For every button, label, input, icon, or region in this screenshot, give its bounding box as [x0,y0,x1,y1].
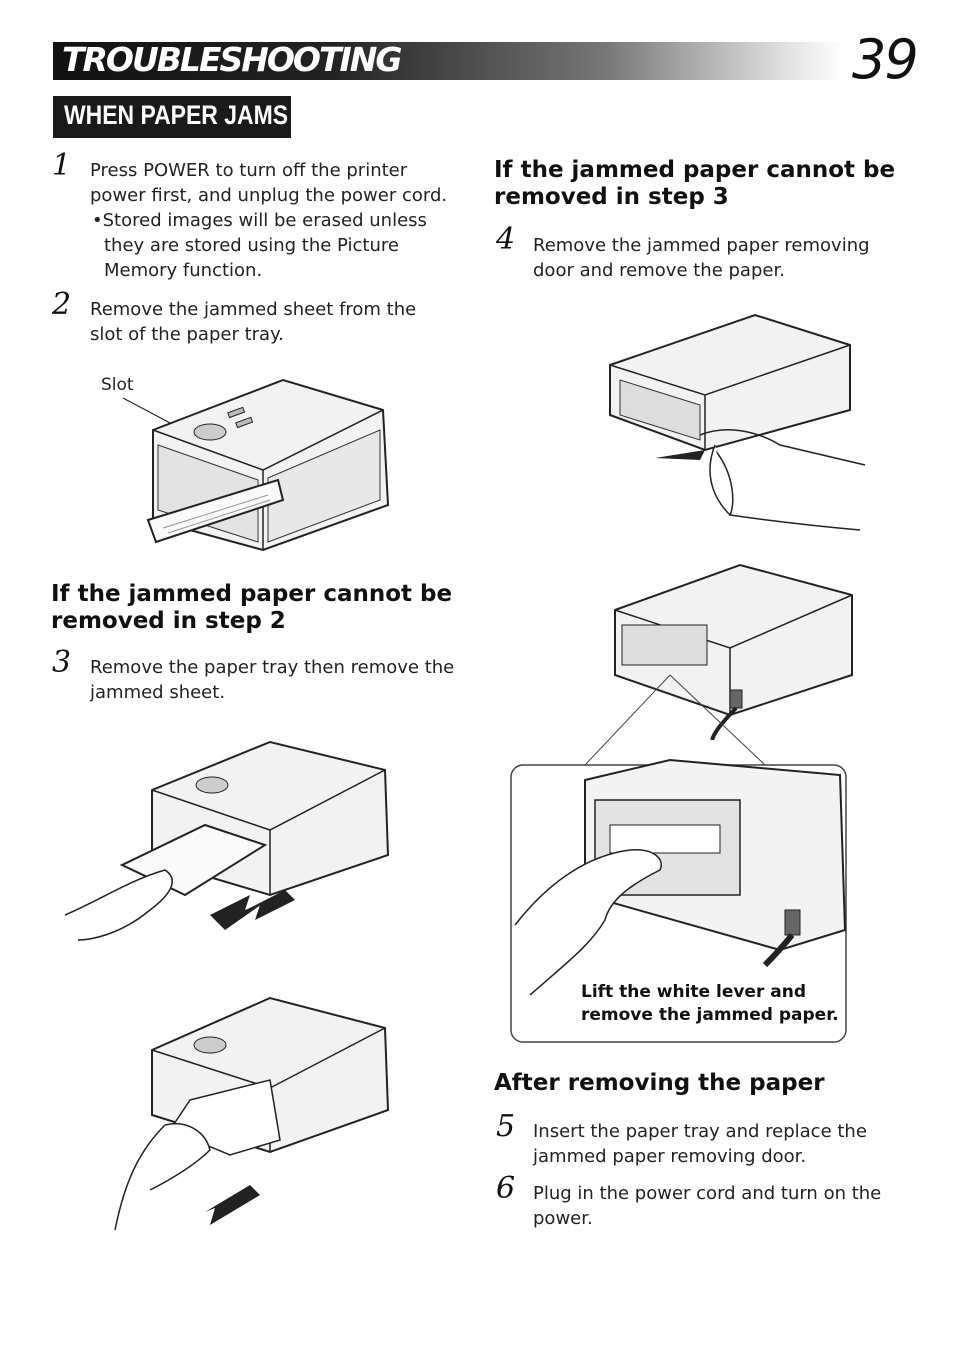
step-4-number: 4 [496,222,516,257]
subhead-step3: If the jammed paper cannot be removed in… [494,157,896,210]
step-5-text: Insert the paper tray and replace the ja… [533,1121,867,1167]
printer-door-illustration [609,313,866,531]
section-title: WHEN PAPER JAMS [64,100,289,130]
step-1-text: Press POWER to turn off the printer powe… [90,160,448,206]
step-4-text: Remove the jammed paper removing door an… [533,235,870,281]
printer-slot-illustration [122,378,390,552]
callout-text: Lift the white lever and remove the jamm… [581,982,839,1025]
subhead-after: After removing the paper [494,1070,825,1096]
step-1-number: 1 [52,148,72,183]
step-5-number: 5 [496,1109,516,1144]
step-1-bullet: •Stored images will be erased unless the… [92,210,427,281]
step-2-number: 2 [52,287,72,322]
step-2-text: Remove the jammed sheet from the slot of… [90,299,417,345]
step-6-number: 6 [496,1171,516,1206]
section-box [53,96,291,138]
printer-tray-illustration [64,740,390,941]
printer-cord-illustration [614,563,853,740]
step-6-text: Plug in the power cord and turn on the p… [533,1183,882,1229]
header-bar [53,42,843,80]
step-3-text: Remove the paper tray then remove the ja… [90,657,455,703]
callout-frame [510,674,847,1043]
step-3-number: 3 [52,645,72,680]
page-title: TROUBLESHOOTING [62,40,402,79]
subhead-step2: If the jammed paper cannot be removed in… [51,581,453,634]
printer-sheet-illustration [114,996,390,1231]
slot-label: Slot [101,375,134,395]
page-number: 39 [852,28,919,91]
